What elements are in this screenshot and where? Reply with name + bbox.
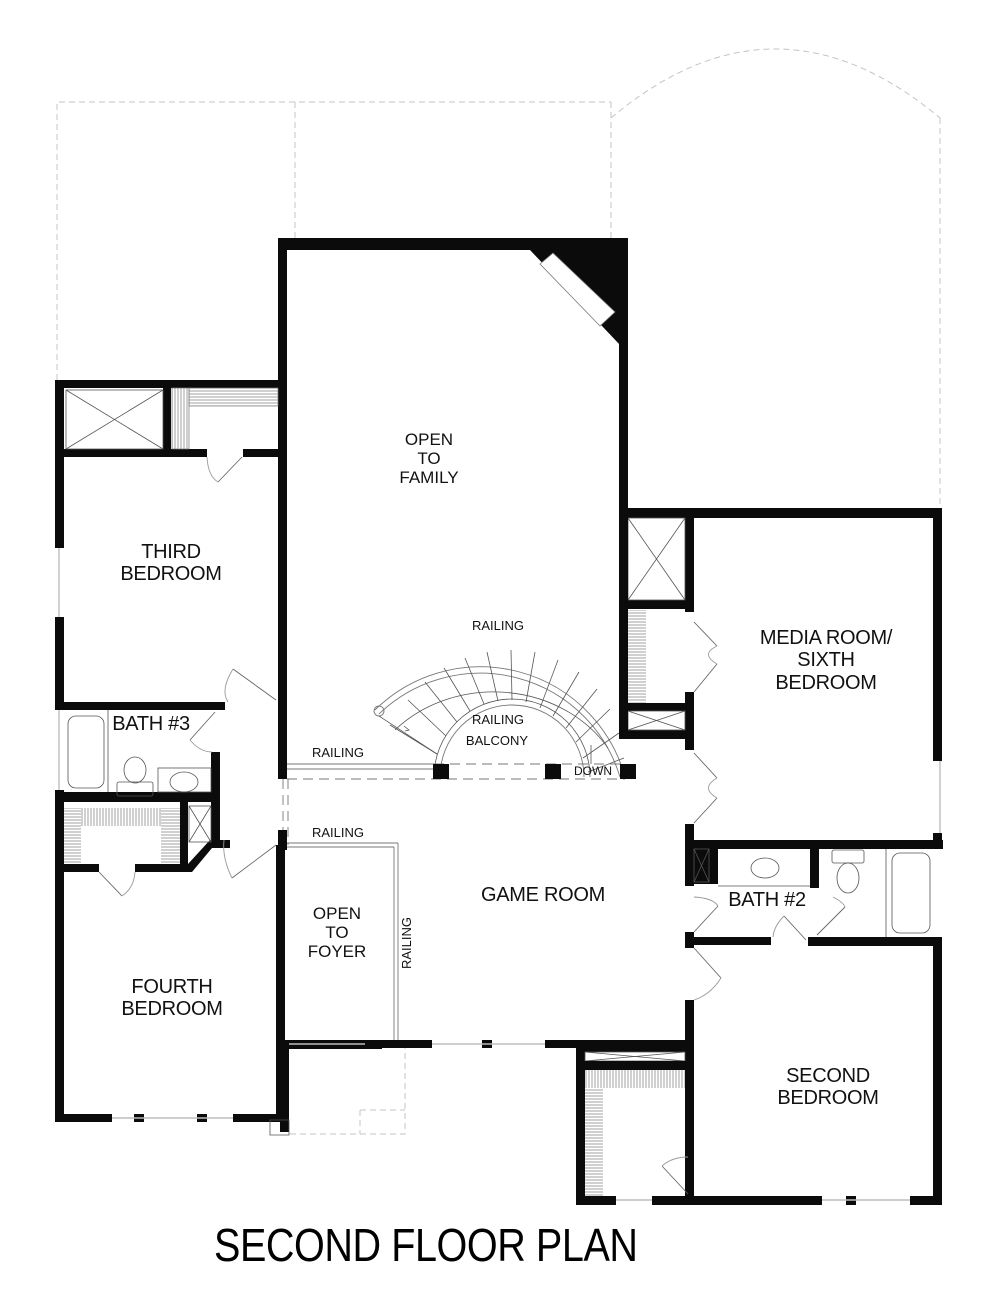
label-line: TO — [417, 449, 441, 469]
label-line: OPEN — [404, 430, 454, 449]
second-bedroom-label: SECOND BEDROOM — [777, 1065, 879, 1110]
roof-outline — [56, 48, 941, 1135]
game-room-label: GAME ROOM — [481, 884, 605, 906]
third-bedroom-label: THIRD BEDROOM — [120, 541, 222, 586]
label-line: SIXTH — [797, 649, 855, 672]
railing-foyer-top-label: RAILING — [311, 825, 365, 840]
label-line: BEDROOM — [775, 671, 877, 694]
label-line: FAMILY — [399, 468, 459, 488]
open-to-family-label: OPEN TO FAMILY — [399, 430, 458, 487]
open-to-family-walls — [278, 238, 628, 779]
railing-foyer-side-label: RAILING — [399, 916, 414, 969]
label-line: MEDIA ROOM/ — [759, 627, 893, 649]
open-to-foyer-label: OPEN TO FOYER — [308, 904, 367, 961]
label-line: BEDROOM — [120, 563, 222, 586]
second-bedroom-walls — [576, 937, 942, 1205]
fourth-bedroom-walls — [55, 802, 382, 1136]
label-line: FOURTH — [131, 976, 213, 998]
bath2-label: BATH #2 — [728, 889, 806, 911]
down-label: DOWN — [574, 764, 612, 778]
label-line: SECOND — [786, 1065, 870, 1087]
curved-staircase — [287, 649, 636, 780]
railing-landing-label: RAILING — [311, 745, 365, 760]
plan-title: SECOND FLOOR PLAN — [214, 1219, 638, 1271]
hall-doors — [223, 668, 289, 879]
game-room-walls — [278, 830, 694, 1048]
media-room-label: MEDIA ROOM/ SIXTH BEDROOM — [759, 627, 893, 694]
label-line: BEDROOM — [121, 998, 223, 1021]
label-line: TO — [325, 923, 349, 943]
fourth-bedroom-label: FOURTH BEDROOM — [121, 976, 223, 1021]
bath3-walls — [55, 702, 225, 862]
railing-balcony-label: RAILING — [471, 712, 525, 727]
bath2-walls — [685, 824, 943, 967]
bath3-label: BATH #3 — [112, 713, 190, 735]
label-line: OPEN — [312, 904, 362, 923]
label-line: THIRD — [141, 541, 201, 563]
balcony-label: BALCONY — [465, 733, 529, 748]
label-line: BEDROOM — [777, 1087, 879, 1110]
media-room-walls — [619, 508, 942, 845]
third-bedroom-walls — [55, 380, 285, 710]
label-line: FOYER — [307, 942, 367, 962]
railing-stair-label: RAILING — [471, 618, 525, 633]
